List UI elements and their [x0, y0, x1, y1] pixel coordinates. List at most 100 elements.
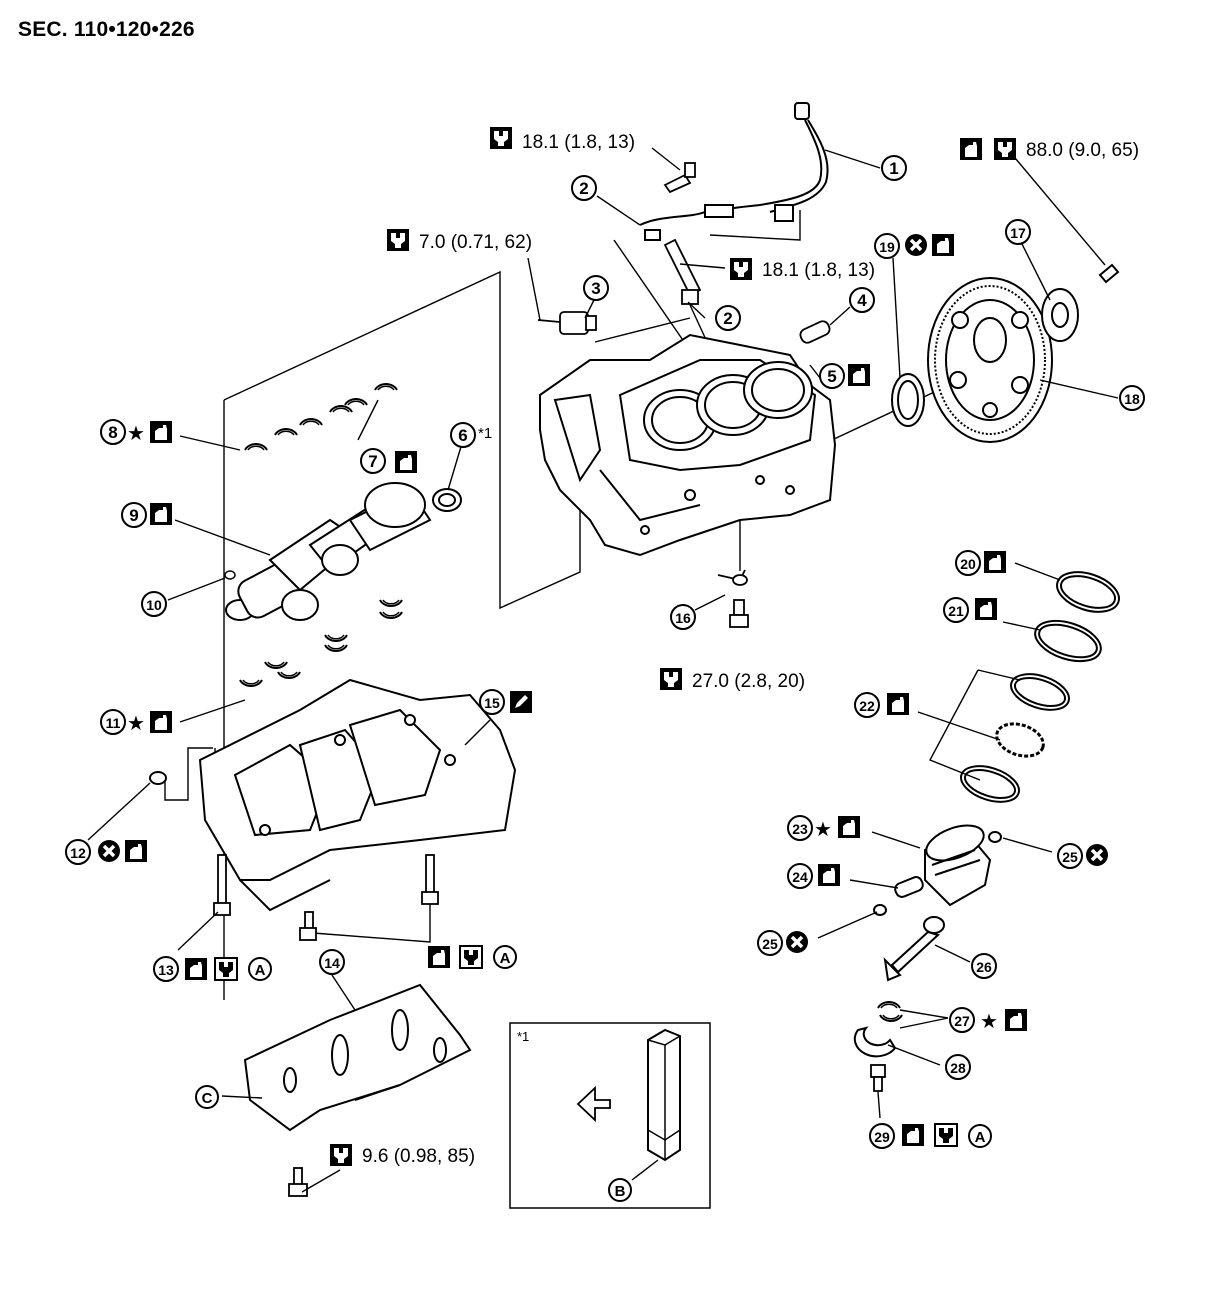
svg-text:A: A: [975, 1129, 986, 1146]
piston: [924, 824, 992, 907]
rod-bearings: [877, 1000, 903, 1023]
leader-lines: [87, 147, 1119, 1193]
callout-21: 21: [943, 597, 969, 623]
callout-11: 11: [100, 709, 126, 735]
callout-2b: 2: [715, 305, 741, 331]
washer-part: [149, 771, 167, 785]
front-oil-seal: [432, 488, 462, 512]
callout-9: 9: [121, 502, 147, 528]
letter-a-3: A: [968, 1124, 992, 1148]
svg-text:16: 16: [675, 610, 691, 626]
callout-2a: 2: [571, 175, 597, 201]
lower-cylinder-block: [198, 678, 517, 912]
svg-text:27: 27: [954, 1013, 970, 1029]
letter-callouts: A A A B C: [195, 945, 992, 1202]
svg-text:2: 2: [723, 309, 732, 328]
callout-8: 8: [100, 419, 126, 445]
connecting-rod: [883, 916, 945, 982]
letter-a-2: A: [493, 945, 517, 969]
baffle-bolt: [288, 1167, 308, 1197]
callout-5: 5: [819, 363, 845, 389]
rod-bolt: [870, 1064, 886, 1092]
sensor-bolt-top: [663, 162, 702, 305]
svg-text:29: 29: [874, 1129, 890, 1145]
svg-text:21: 21: [948, 603, 964, 619]
svg-text:*1: *1: [478, 425, 492, 442]
svg-text:25: 25: [762, 936, 778, 952]
piston-pin: [894, 876, 924, 898]
callout-25a: 25: [1057, 843, 1083, 869]
torque-label-1: 18.1 (1.8, 13): [490, 127, 635, 153]
svg-text:28: 28: [950, 1060, 966, 1076]
svg-text:8: 8: [108, 423, 117, 442]
svg-text:19: 19: [879, 239, 895, 255]
callout-26: 26: [971, 953, 997, 979]
svg-text:23: 23: [792, 821, 808, 837]
callout-28: 28: [945, 1054, 971, 1080]
cylinder-block: [539, 333, 837, 557]
callout-3: 3: [583, 275, 609, 301]
svg-text:A: A: [500, 950, 511, 967]
torque-label-2: 18.1 (1.8, 13): [730, 258, 875, 281]
callout-24: 24: [787, 863, 813, 889]
piston-rings: [960, 571, 1120, 803]
callout-7: 7: [360, 448, 386, 474]
oil-jet: [717, 569, 749, 628]
callout-10: 10: [141, 591, 167, 617]
torque-label-3: 7.0 (0.71, 62): [387, 229, 532, 253]
svg-text:18: 18: [1124, 391, 1140, 407]
callout-6: 6: [450, 422, 476, 448]
svg-text:17: 17: [1010, 225, 1026, 241]
crankshaft: [225, 482, 432, 621]
detail-inset: [509, 1022, 711, 1209]
callout-15: 15: [479, 689, 505, 715]
drive-plate: [927, 277, 1053, 443]
torque-label-4: 88.0 (9.0, 65): [960, 138, 1139, 161]
svg-text:A: A: [255, 962, 266, 979]
symbols: ★ *1 ★ ★ ★: [96, 232, 1110, 1147]
svg-text:7: 7: [368, 452, 377, 471]
callout-16: 16: [670, 604, 696, 630]
callout-20: 20: [955, 550, 981, 576]
svg-text:18.1 (1.8, 13): 18.1 (1.8, 13): [522, 132, 635, 153]
svg-text:★: ★: [127, 713, 145, 735]
callout-4: 4: [849, 287, 875, 313]
svg-text:★: ★: [127, 423, 145, 445]
svg-text:9.6 (0.98, 85): 9.6 (0.98, 85): [362, 1146, 475, 1167]
reinforcement-plate: [1041, 263, 1120, 342]
pilot-converter: [224, 570, 236, 580]
torque-label-5: 27.0 (2.8, 20): [660, 668, 805, 692]
letter-a-1: A: [248, 957, 272, 981]
svg-text:★: ★: [980, 1011, 998, 1033]
sensor-part: [537, 311, 597, 335]
svg-text:4: 4: [857, 291, 867, 310]
letter-c: C: [195, 1085, 219, 1109]
svg-text:3: 3: [591, 279, 600, 298]
svg-text:88.0 (9.0, 65): 88.0 (9.0, 65): [1026, 140, 1139, 161]
svg-text:22: 22: [859, 698, 875, 714]
svg-text:25: 25: [1062, 849, 1078, 865]
callout-numbers: 1 2 2 3 4 5 6 7 8 9 10 11 12 13 14 15 16…: [65, 155, 1145, 1149]
svg-text:12: 12: [70, 845, 86, 861]
callout-25b: 25: [757, 930, 783, 956]
svg-text:20: 20: [960, 556, 976, 572]
svg-text:26: 26: [976, 959, 992, 975]
callout-23: 23: [787, 815, 813, 841]
main-bearings-upper: [244, 382, 398, 451]
callout-12: 12: [65, 839, 91, 865]
svg-text:27.0 (2.8, 20): 27.0 (2.8, 20): [692, 671, 805, 692]
svg-text:B: B: [615, 1183, 626, 1200]
svg-text:13: 13: [158, 962, 174, 978]
lower-block-bolts: [213, 854, 439, 941]
svg-text:11: 11: [106, 715, 121, 731]
svg-text:★: ★: [814, 819, 832, 841]
svg-text:14: 14: [324, 955, 340, 971]
dowel-pin-part: [799, 320, 831, 344]
svg-text:15: 15: [484, 695, 500, 711]
svg-text:9: 9: [129, 506, 138, 525]
svg-text:6: 6: [458, 426, 467, 445]
letter-b: B: [608, 1178, 632, 1202]
callout-29: 29: [869, 1123, 895, 1149]
